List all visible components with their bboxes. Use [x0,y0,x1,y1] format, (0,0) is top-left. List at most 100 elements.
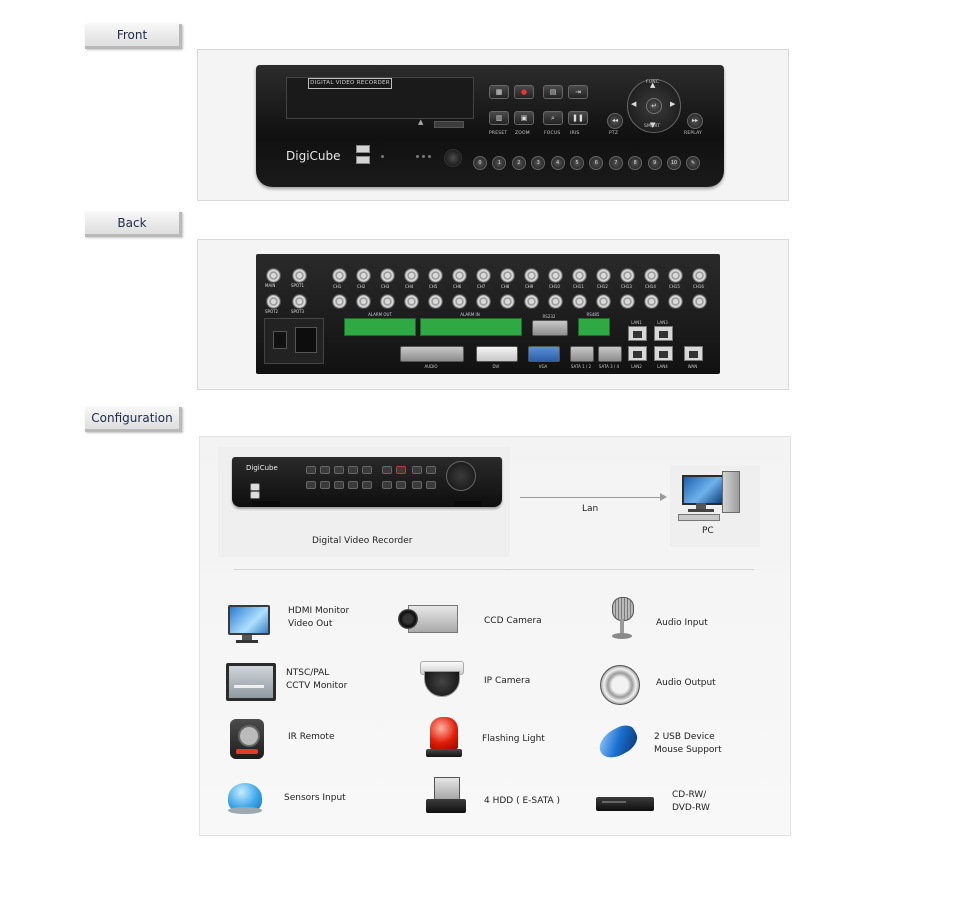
bnc-connector [620,294,635,309]
bnc-connector [620,268,635,283]
bnc-connector [596,294,611,309]
bnc-connector [524,268,539,283]
device-label: Flashing Light [482,734,545,744]
mouse-icon [594,721,642,767]
channel-label: CH5 [429,284,438,289]
device-label: IP Camera [484,676,531,686]
rs485-terminal [578,318,610,336]
func-label: FUNC. [646,80,661,85]
cctv-monitor-icon [224,659,276,705]
eject-slot [434,121,464,128]
section-tab-configuration[interactable]: Configuration [85,407,182,432]
hdd-dock-icon [422,773,468,819]
bnc-connector [572,294,587,309]
lan2-label: LAN2 [631,364,642,369]
status-led [381,155,384,158]
dvr-illustration: DigiCube [232,457,502,507]
bnc-connector [452,268,467,283]
bnc-connector [548,294,563,309]
microphone-icon [600,597,646,643]
cd-dvd-drive-icon [596,781,656,827]
dvi-label: DVI [492,364,500,369]
channel-label: CH3 [381,284,390,289]
lan4-port [654,346,673,361]
arrow-right-icon: ▶ [670,100,676,108]
channel-label: CH8 [501,284,510,289]
arrow-down-icon: ▼ [650,121,656,129]
audio-port [400,346,464,362]
bnc-connector [292,294,307,309]
number-key: 2 [511,156,526,170]
bnc-connector [332,294,347,309]
lan1-label: LAN1 [631,320,642,325]
spot-label: MAIN [265,283,276,288]
spot-label: SPOT2 [265,309,279,314]
bnc-connector [524,294,539,309]
section-tab-back[interactable]: Back [85,212,182,237]
rewind-button: ◂◂ [607,113,623,129]
bnc-connector [668,268,683,283]
front-panel-photo: DIGITAL VIDEO RECORDER ▲ DigiCube ▦ ● ▤ … [197,49,789,201]
replay-label: REPLAY [684,131,702,136]
bnc-connector [500,294,515,309]
pc-caption: PC [702,526,714,536]
bnc-connector [404,294,419,309]
number-key: 3 [531,156,546,170]
channel-label: CH12 [597,284,608,289]
dvr-card: DigiCube Digital Video Recorder [218,447,510,557]
bnc-connector [428,268,443,283]
disc-bay [286,77,474,119]
device-label: CD-RW/DVD-RW [672,790,710,813]
alarm-in-terminal [420,318,522,336]
status-led [416,155,419,158]
sensor-icon [224,777,270,823]
eject-icon: ▲ [418,118,424,126]
device-label: IR Remote [288,732,335,742]
power-supply [264,318,324,364]
bnc-connector [428,294,443,309]
dvr-brand: DigiCube [246,464,278,472]
spot-label: SPOT1 [291,283,305,288]
rs232-port [532,320,568,336]
lan-arrow [520,497,662,498]
bnc-connector [452,294,467,309]
bnc-connector [404,268,419,283]
bnc-connector [266,268,281,283]
channel-label: CH7 [477,284,486,289]
configuration-diagram: DigiCube Digital Video Recorder Lan PC [199,436,791,836]
dvr-front-panel: DIGITAL VIDEO RECORDER ▲ DigiCube ▦ ● ▤ … [256,65,724,187]
device-label: Audio Input [656,618,708,628]
channel-label: CH1 [333,284,342,289]
jog-knob [444,149,462,167]
bnc-connector [644,268,659,283]
power-switch [273,331,287,349]
lan4-label: LAN4 [657,364,668,369]
channel-label: CH6 [453,284,462,289]
arrow-left-icon: ◀ [631,100,637,108]
channel-label: CH14 [645,284,656,289]
ccd-camera-icon [398,599,468,645]
lan3-label: LAN3 [657,320,668,325]
bnc-connector [476,294,491,309]
focus-button: ⌕ [543,111,563,125]
section-tab-front[interactable]: Front [85,24,182,49]
dvr-caption: Digital Video Recorder [312,536,413,546]
flashing-light-icon [422,715,468,761]
bnc-connector [332,268,347,283]
iris-button: ❚❚ [568,111,588,125]
focus-label: FOCUS [544,131,561,136]
status-led [422,155,425,158]
channel-label: CH11 [573,284,584,289]
alarm-out-label: ALARM OUT [368,312,392,317]
audio-label: AUDIO [424,364,438,369]
vga-label: VGA [538,364,548,369]
sata12-port [570,346,594,362]
device-label: Audio Output [656,678,716,688]
channel-label: CH13 [621,284,632,289]
smart-label: SMART [644,124,661,129]
bnc-connector [380,294,395,309]
bnc-connector [380,268,395,283]
zoom-button: ▣ [514,111,534,125]
number-key: 10 [667,156,681,170]
